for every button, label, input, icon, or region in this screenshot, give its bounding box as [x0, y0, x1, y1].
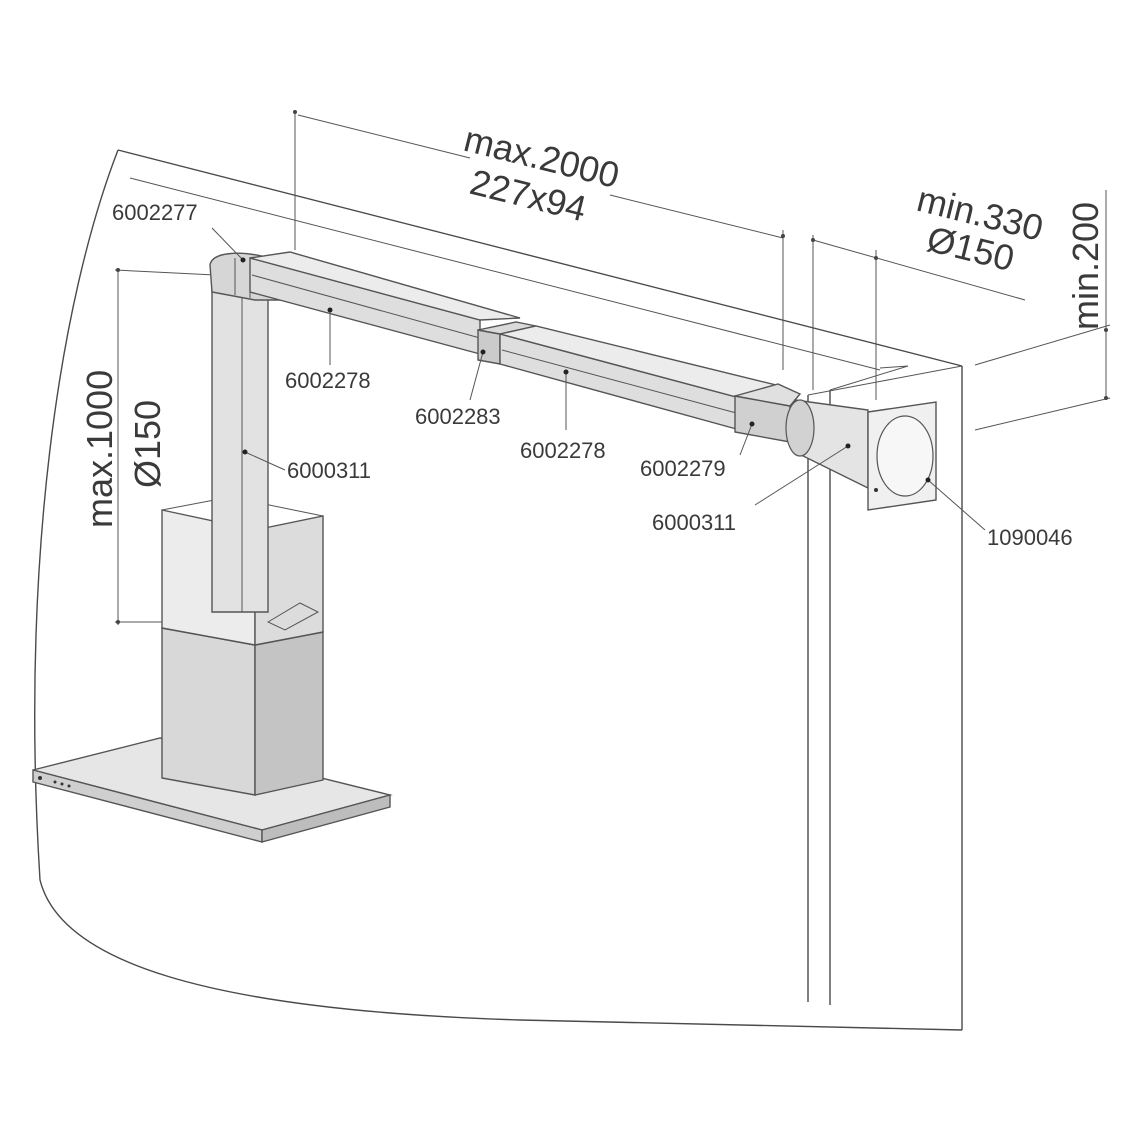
room-outline: [34, 149, 963, 1031]
vertical-round-pipe: [211, 284, 269, 613]
dim-chimney-diameter: Ø150: [127, 400, 168, 488]
leader-lines: [211, 227, 986, 531]
dim-chimney-height: max.1000: [79, 370, 120, 528]
part-round-pipe-wall: 6000311: [652, 510, 736, 535]
part-connector: 6002283: [415, 404, 501, 429]
part-round-pipe-vertical: 6000311: [287, 458, 371, 483]
wall-round-pipe: [785, 399, 869, 490]
part-adapter: 6002279: [640, 456, 726, 481]
dimension-lines: [114, 110, 1111, 625]
dim-height-clearance: min.200: [1065, 202, 1106, 330]
flat-duct-2: [499, 325, 783, 431]
part-flat-duct-2: 6002278: [520, 438, 606, 463]
connector: [477, 321, 537, 365]
hood-chimney: [161, 496, 324, 796]
wall-grille: [867, 401, 937, 511]
part-elbow-top: 6002277: [112, 200, 198, 225]
adapter: [734, 383, 802, 443]
part-flat-duct-1: 6002278: [285, 368, 371, 393]
flat-duct-1: [249, 251, 521, 355]
part-wall-grille: 1090046: [987, 525, 1073, 550]
